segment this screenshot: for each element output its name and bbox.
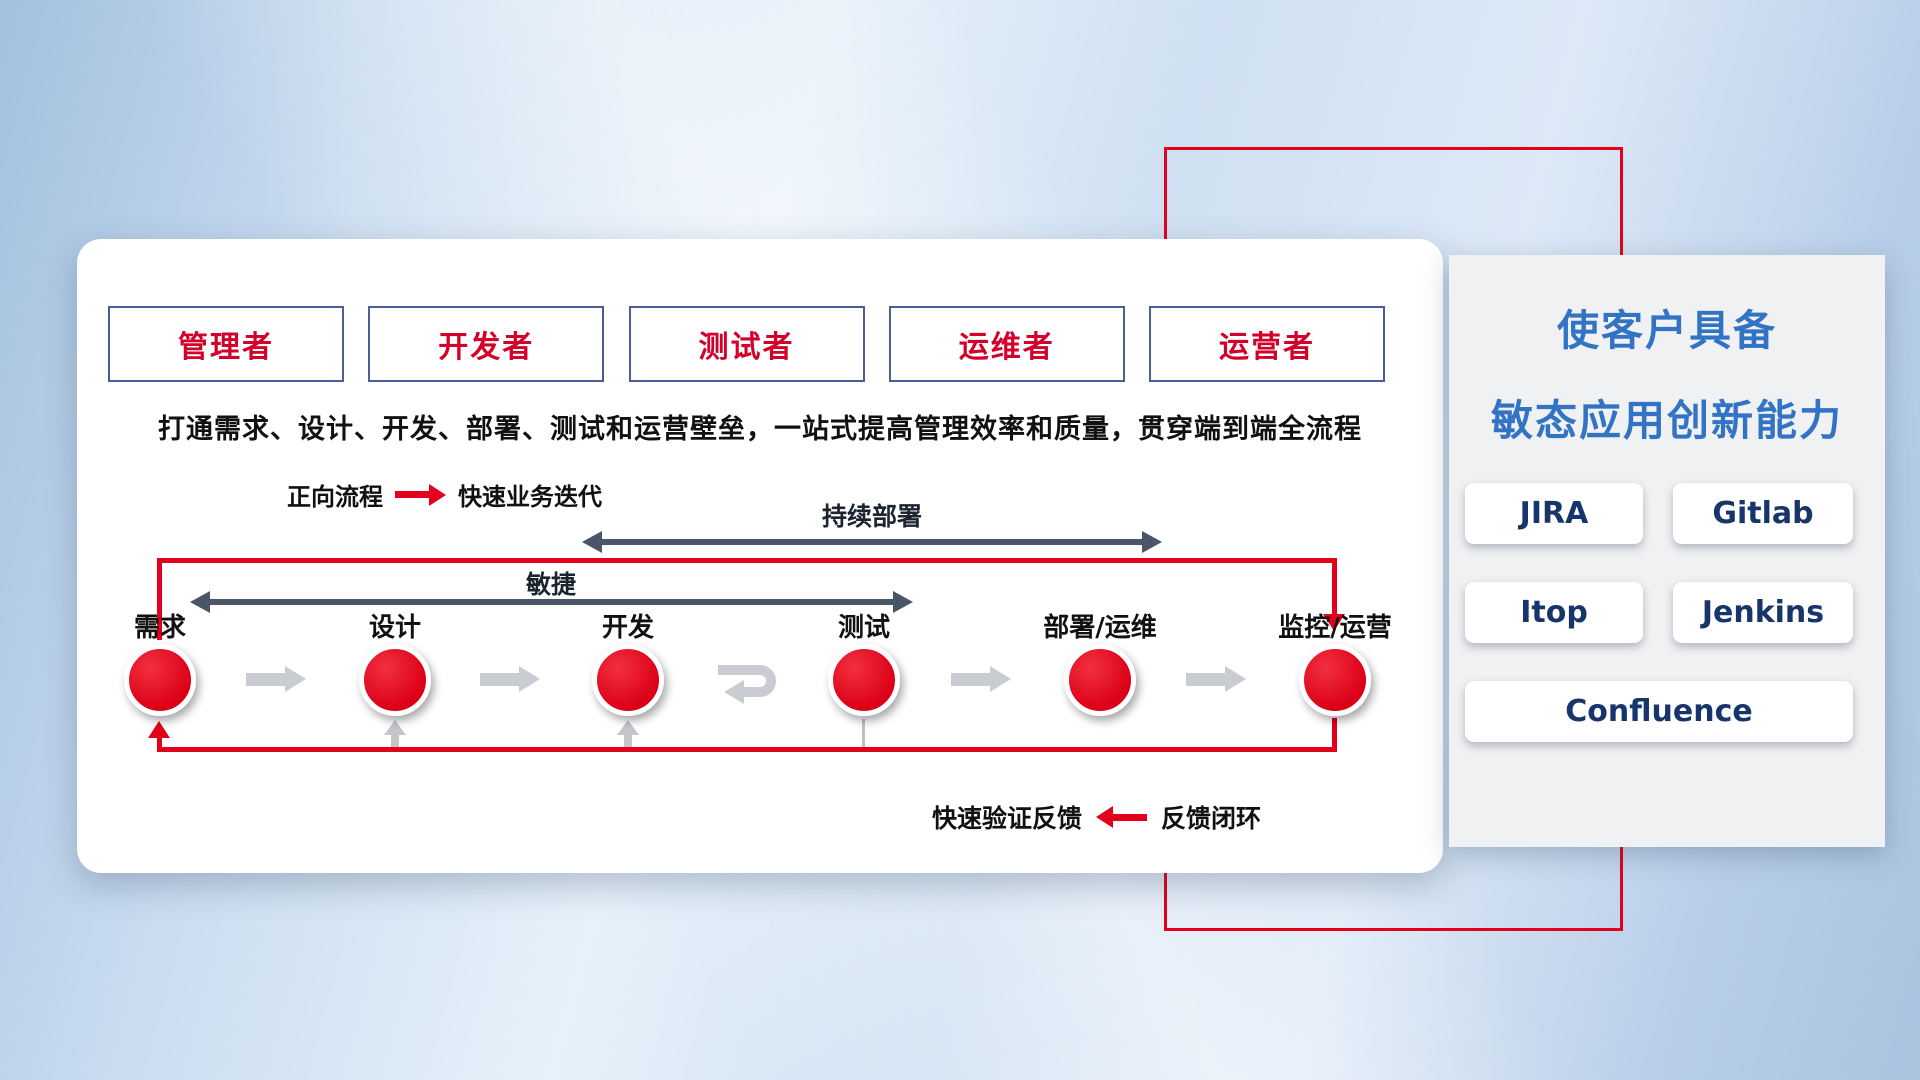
legend-forward: 正向流程 快速业务迭代 [287, 477, 602, 512]
loop-arrow-up-icon [148, 721, 170, 738]
role-box-operator: 运营者 [1149, 306, 1385, 382]
stage-node-monitor-op [1299, 644, 1371, 716]
feedback-arrow-up-design-icon [384, 720, 406, 735]
legend-feedback-label: 快速验证反馈 [932, 804, 1083, 833]
loop-bottom-line [157, 747, 1337, 752]
role-box-tester: 测试者 [628, 306, 865, 382]
stage-node-test [828, 644, 900, 716]
flow-arrow-icon [246, 666, 306, 692]
flow-arrow-icon [951, 666, 1011, 692]
loop-top-line [157, 558, 1337, 563]
legend-feedback-value: 反馈闭环 [1161, 804, 1262, 833]
stage-label-dev: 开发 [601, 613, 655, 643]
legend-feedback: 快速验证反馈 反馈闭环 [932, 799, 1261, 835]
feedback-arrow-up-dev-icon [617, 720, 639, 735]
stage-node-requirements [124, 644, 196, 716]
capability-panel: 使客户具备 敏态应用创新能力 JIRA Gitlab Itop Jenkins … [1449, 255, 1885, 847]
loop-arrow-down-icon [1323, 614, 1345, 631]
loop-bottom-left-vertical [157, 737, 162, 747]
cd-span-arrow-icon [600, 539, 1144, 545]
stage-label-design: 设计 [368, 613, 422, 643]
feedback-stem-dev [624, 735, 632, 747]
stage-node-dev [592, 644, 664, 716]
stage-label-deploy-ops: 部署/运维 [1043, 613, 1157, 643]
stage-label-monitor-op: 监控/运营 [1278, 613, 1392, 643]
role-box-ops: 运维者 [888, 306, 1125, 382]
flow-arrow-icon [1186, 666, 1246, 692]
panel-title-line1: 使客户具备 [1556, 306, 1777, 355]
tool-chip-jenkins: Jenkins [1673, 582, 1853, 643]
role-box-developer: 开发者 [368, 306, 605, 382]
panel-title-line2: 敏态应用创新能力 [1490, 396, 1843, 445]
cd-span-label: 持续部署 [821, 502, 923, 531]
iteration-loop-icon [708, 652, 784, 712]
role-box-manager: 管理者 [108, 306, 344, 382]
tool-chip-confluence: Confluence [1465, 681, 1853, 742]
loop-bottom-right-vertical [1332, 718, 1337, 747]
legend-forward-label: 正向流程 [287, 483, 383, 511]
agile-span-label: 敏捷 [525, 570, 577, 599]
roles-row: 管理者 开发者 测试者 运维者 运营者 [108, 306, 1385, 382]
tool-chip-gitlab: Gitlab [1673, 483, 1853, 544]
tool-chip-jira: JIRA [1465, 483, 1643, 544]
stage-label-test: 测试 [837, 613, 891, 643]
loop-top-right-vertical [1332, 558, 1337, 614]
feedback-stem-design [391, 735, 399, 747]
workflow-description: 打通需求、设计、开发、部署、测试和运营壁垒，一站式提高管理效率和质量，贯穿端到端… [158, 414, 1362, 445]
workflow-card: 管理者 开发者 测试者 运维者 运营者 打通需求、设计、开发、部署、测试和运营壁… [77, 239, 1443, 873]
legend-forward-value: 快速业务迭代 [458, 483, 602, 511]
stage-label-requirements: 需求 [133, 613, 187, 643]
agile-span-arrow-icon [208, 599, 895, 605]
tool-chip-itop: Itop [1465, 582, 1643, 643]
feedback-arrow-icon [1096, 806, 1148, 828]
loop-top-left-vertical [157, 558, 162, 640]
forward-arrow-icon [395, 483, 446, 506]
stage-node-design [359, 644, 431, 716]
flow-arrow-icon [480, 666, 540, 692]
feedback-dropline-test [862, 719, 865, 747]
stage-node-deploy-ops [1064, 644, 1136, 716]
